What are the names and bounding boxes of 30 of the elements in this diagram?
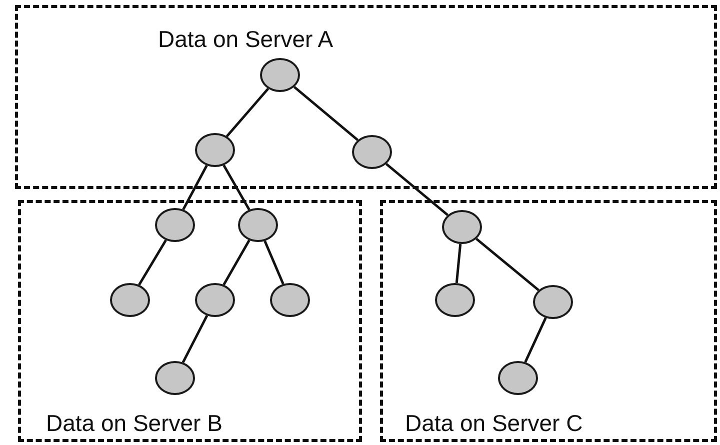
tree-edge [293, 86, 359, 142]
dashed-region [380, 200, 717, 442]
tree-node-circle [533, 285, 573, 319]
tree-node-circle [352, 135, 392, 169]
tree-node-circle [498, 361, 538, 395]
tree-node-circle [155, 208, 195, 242]
tree-edge [455, 244, 462, 284]
tree-node-circle [442, 210, 482, 244]
tree-edge [182, 164, 208, 210]
tree-edge [222, 240, 250, 286]
server-label: Data on Server C [405, 410, 583, 437]
tree-node-circle [238, 208, 278, 242]
tree-node-circle [260, 58, 300, 92]
tree-node-circle [110, 283, 150, 317]
dashed-region [18, 200, 362, 442]
dashed-region [15, 5, 717, 189]
server-label: Data on Server A [158, 26, 334, 53]
tree-node-circle [195, 133, 235, 167]
tree-node-circle [435, 283, 475, 317]
tree-edge [476, 238, 540, 292]
tree-edge [222, 164, 250, 210]
tree-edge [524, 317, 547, 363]
tree-node-circle [270, 283, 310, 317]
tree-edge [226, 88, 270, 138]
server-label: Data on Server B [46, 410, 222, 437]
tree-edge [264, 240, 284, 285]
tree-node-circle [195, 283, 235, 317]
tree-edge [138, 240, 167, 286]
tree-node-circle [155, 361, 195, 395]
tree-edge [182, 315, 208, 363]
